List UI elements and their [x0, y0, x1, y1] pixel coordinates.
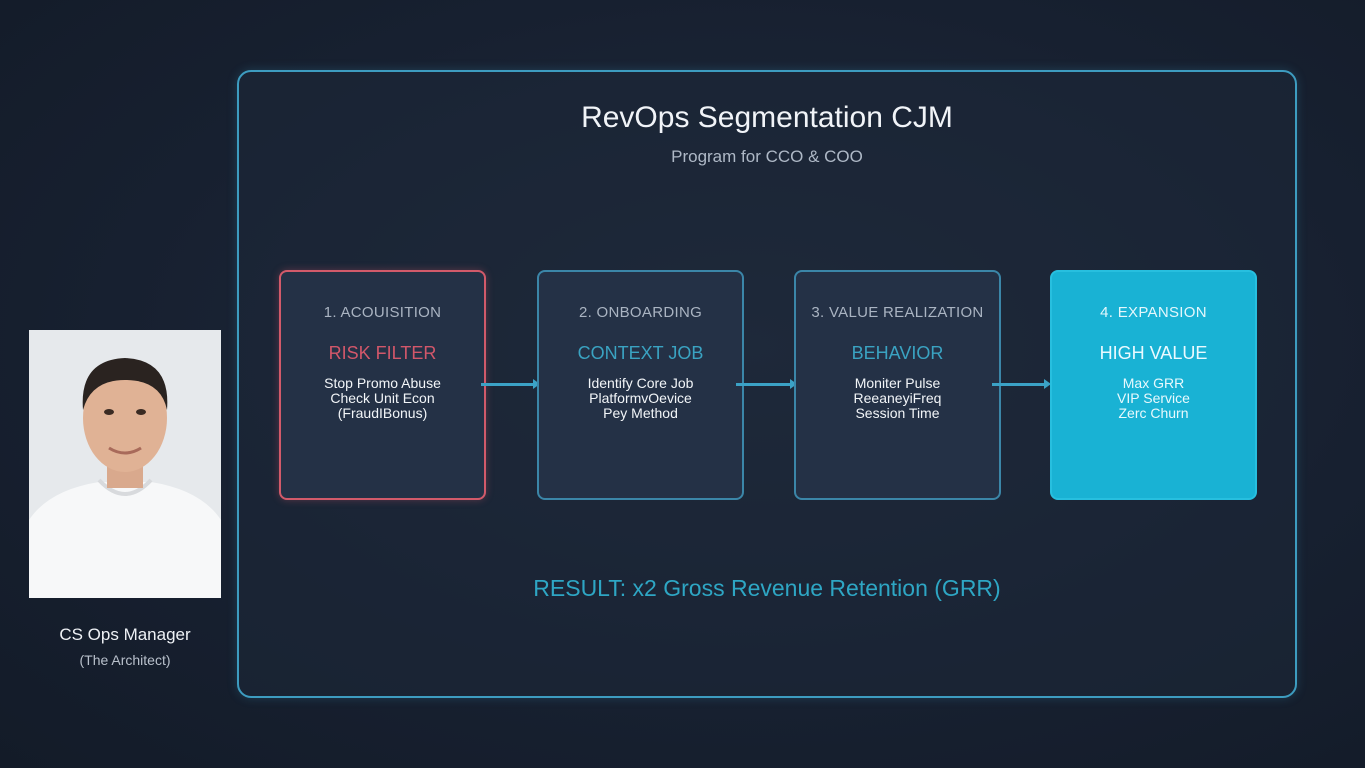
- stage-onboarding-box: 2. ONBOARDING CONTEXT JOB Identify Core …: [537, 270, 744, 500]
- arrow-2-3: [736, 379, 797, 389]
- stage-line: ReeaneyiFreq: [853, 390, 942, 406]
- stage-line: Identify Core Job: [587, 375, 694, 391]
- stage-line: PlatformvOevice: [589, 390, 692, 406]
- slide-subtitle: Program for CCO & COO: [671, 147, 863, 166]
- stage-line: Session Time: [855, 405, 940, 421]
- presenter-name: CS Ops Manager: [59, 625, 191, 644]
- arrow-1-2: [481, 379, 540, 389]
- stage-line: Stop Promo Abuse: [324, 375, 441, 391]
- stage-value-realization-box: 3. VALUE REALIZATION BEHAVIOR Moniter Pu…: [794, 270, 1001, 500]
- stage-acquisition-box: 1. ACOUISITION RISK FILTER Stop Promo Ab…: [279, 270, 486, 500]
- stage-line: Pey Method: [603, 405, 678, 421]
- stage-line: Moniter Pulse: [854, 375, 941, 391]
- stage-label: 4. EXPANSION: [1100, 304, 1207, 321]
- stage-line: Max GRR: [1122, 375, 1185, 391]
- stage-heading: RISK FILTER: [328, 343, 437, 363]
- stage-heading: BEHAVIOR: [851, 343, 944, 363]
- arrow-3-4: [992, 379, 1051, 389]
- presenter-role: (The Architect): [79, 652, 171, 668]
- stage-line: (FraudIBonus): [337, 405, 428, 421]
- result-text: RESULT: x2 Gross Revenue Retention (GRR): [533, 575, 1001, 601]
- person-icon: [29, 330, 221, 598]
- stage-line: Check Unit Econ: [330, 390, 435, 406]
- stage-line: VIP Service: [1117, 390, 1190, 406]
- stage-heading: CONTEXT JOB: [577, 343, 704, 363]
- stage-label: 3. VALUE REALIZATION: [811, 304, 984, 321]
- stage-expansion-box: 4. EXPANSION HIGH VALUE Max GRR VIP Serv…: [1050, 270, 1257, 500]
- stage-heading: HIGH VALUE: [1099, 343, 1208, 363]
- stage-label: 2. ONBOARDING: [578, 304, 703, 321]
- stage-line: Zerc Churn: [1118, 405, 1189, 421]
- presenter-photo: [29, 330, 221, 598]
- slide-title: RevOps Segmentation CJM: [581, 101, 953, 134]
- stage-label: 1. ACOUISITION: [323, 304, 442, 321]
